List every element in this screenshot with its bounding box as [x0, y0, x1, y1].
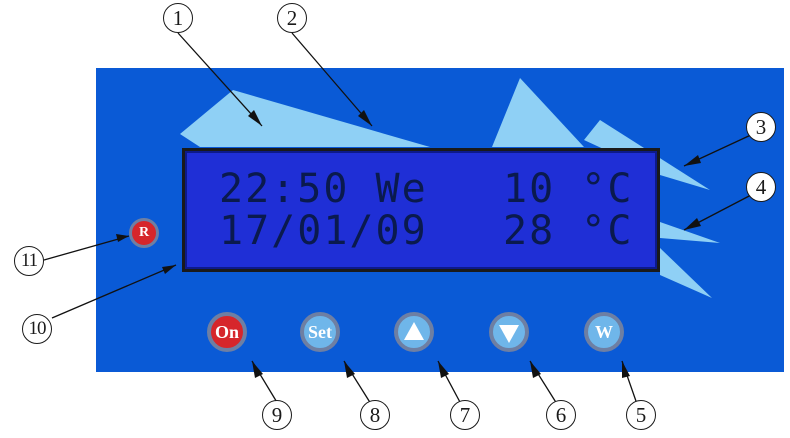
down-arrow-icon — [499, 324, 519, 343]
callout-6: 6 — [546, 400, 576, 430]
callout-1: 1 — [163, 3, 193, 33]
callout-10: 10 — [22, 314, 52, 344]
set-button-label: Set — [308, 321, 332, 342]
callout-5: 5 — [626, 400, 656, 430]
callout-1-number: 1 — [172, 5, 184, 30]
reset-button-label: R — [138, 225, 150, 240]
lcd-temperature-1: 10 °C — [503, 166, 634, 212]
shard-right-bottom — [660, 248, 712, 298]
callout-2: 2 — [277, 3, 307, 33]
callout-4-number: 4 — [755, 174, 767, 199]
callout-9-number: 9 — [271, 402, 283, 427]
callout-4: 4 — [746, 172, 776, 202]
on-button[interactable]: On — [207, 312, 247, 352]
callout-11-number: 11 — [20, 250, 38, 271]
on-button-label: On — [214, 321, 239, 342]
reset-button[interactable]: R — [129, 218, 159, 248]
shard-left — [180, 90, 430, 147]
callout-5-number: 5 — [635, 402, 647, 427]
callout-6-number: 6 — [555, 402, 567, 427]
lcd-display: 22:50 We 10 °C 17/01/09 28 °C — [182, 148, 660, 272]
callout-7-number: 7 — [459, 402, 471, 427]
callout-3: 3 — [746, 112, 776, 142]
w-button[interactable]: W — [584, 312, 624, 352]
callout-8-number: 8 — [369, 402, 381, 427]
callout-9: 9 — [262, 400, 292, 430]
callout-11: 11 — [14, 246, 44, 276]
up-button[interactable] — [394, 312, 434, 352]
lcd-temperature-2: 28 °C — [503, 208, 634, 254]
shard-middle — [492, 78, 584, 147]
set-button[interactable]: Set — [300, 312, 340, 352]
shard-right-mid — [660, 222, 720, 243]
callout-2-number: 2 — [286, 5, 298, 30]
w-button-label: W — [595, 321, 613, 342]
callout-8: 8 — [360, 400, 390, 430]
callout-3-number: 3 — [755, 114, 767, 139]
lcd-time-day: 22:50 We — [219, 166, 428, 212]
up-arrow-icon — [404, 321, 424, 340]
lcd-date: 17/01/09 — [219, 208, 428, 254]
down-button[interactable] — [489, 312, 529, 352]
callout-10-number: 10 — [28, 318, 47, 339]
callout-7: 7 — [450, 400, 480, 430]
